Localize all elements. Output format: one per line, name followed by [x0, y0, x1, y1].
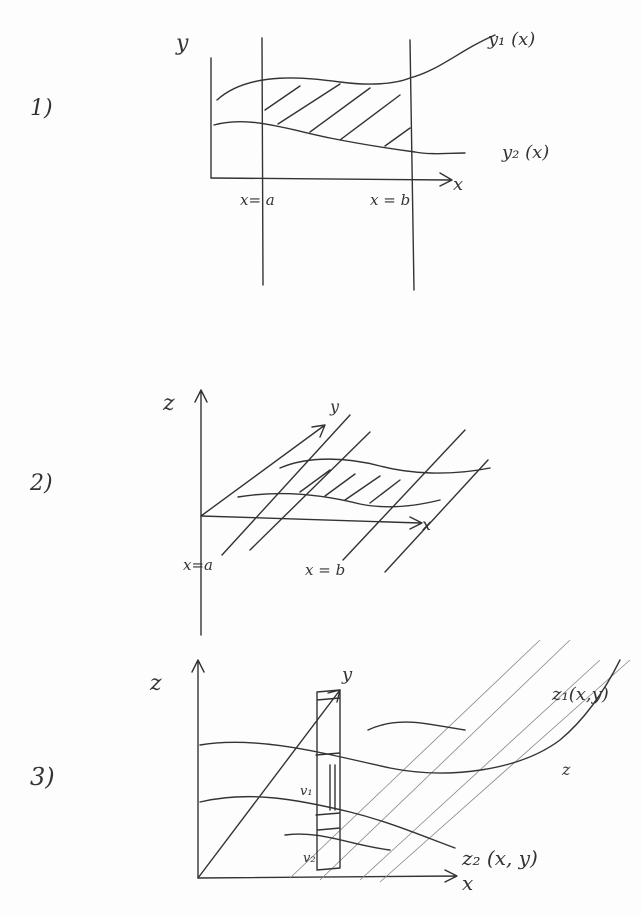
diagram-2-number: 2)	[29, 471, 53, 496]
curve-top	[279, 458, 491, 474]
x-axis-label: x	[453, 174, 463, 195]
x-axis	[197, 869, 458, 883]
x-axis-label: x	[422, 515, 431, 534]
v1-label: v₁	[300, 784, 313, 799]
diagram-3: 3) z x y v₁ v₂ z₁(x,y) z₂ (x, y) z	[30, 639, 631, 895]
curve-y1-label: y₁ (x)	[487, 29, 535, 50]
diagram-1-number: 1)	[30, 96, 53, 121]
x-axis	[210, 172, 453, 187]
surface-top-back	[367, 721, 466, 731]
y-axis-label: y	[175, 31, 189, 56]
diagram-1: 1) y x y₁ (x) y₂ (x) x= a x = b	[30, 29, 549, 291]
y-axis	[197, 689, 341, 879]
bound-plane-b-1	[342, 429, 466, 561]
surface-top-label: z₁(x,y)	[551, 684, 609, 705]
curve-bottom	[237, 492, 441, 508]
y-axis-label: y	[341, 664, 353, 685]
curve-y2	[213, 121, 466, 155]
surface-top-front	[199, 659, 621, 774]
bound-plane-lines	[289, 639, 631, 883]
shading	[299, 469, 401, 504]
shading	[264, 83, 411, 147]
surface-bottom-front	[199, 795, 456, 849]
column-shading	[329, 764, 336, 811]
bound-a-label: x= a	[240, 191, 275, 209]
diagram-3-number: 3)	[30, 763, 55, 791]
column	[315, 689, 341, 871]
z-axis	[194, 389, 208, 636]
bound-line-b	[409, 39, 415, 291]
curve-y2-label: y₂ (x)	[501, 142, 549, 163]
bound-plane-a-1	[221, 414, 351, 556]
v2-label: v₂	[303, 851, 316, 866]
surface-bottom-back	[284, 833, 391, 851]
bound-b-label: x = b	[370, 191, 410, 209]
bound-a-label: x=a	[183, 556, 213, 574]
surface-bottom-label: z₂ (x, y)	[461, 846, 538, 870]
bound-line-a	[261, 37, 264, 286]
z-axis	[191, 659, 205, 879]
x-axis	[200, 515, 423, 530]
z-axis-label: z	[149, 671, 162, 696]
x-axis-label: x	[462, 871, 473, 895]
side-note: z	[561, 760, 571, 779]
y-axis	[200, 424, 326, 517]
curve-y1	[216, 34, 496, 101]
diagram-2: 2) z x y x=a x = b	[29, 389, 491, 636]
bound-plane-a-2	[249, 431, 371, 551]
z-axis-label: z	[162, 391, 175, 416]
bound-b-label: x = b	[305, 561, 345, 579]
bound-plane-b-2	[384, 459, 489, 573]
y-axis-label: y	[329, 397, 340, 416]
